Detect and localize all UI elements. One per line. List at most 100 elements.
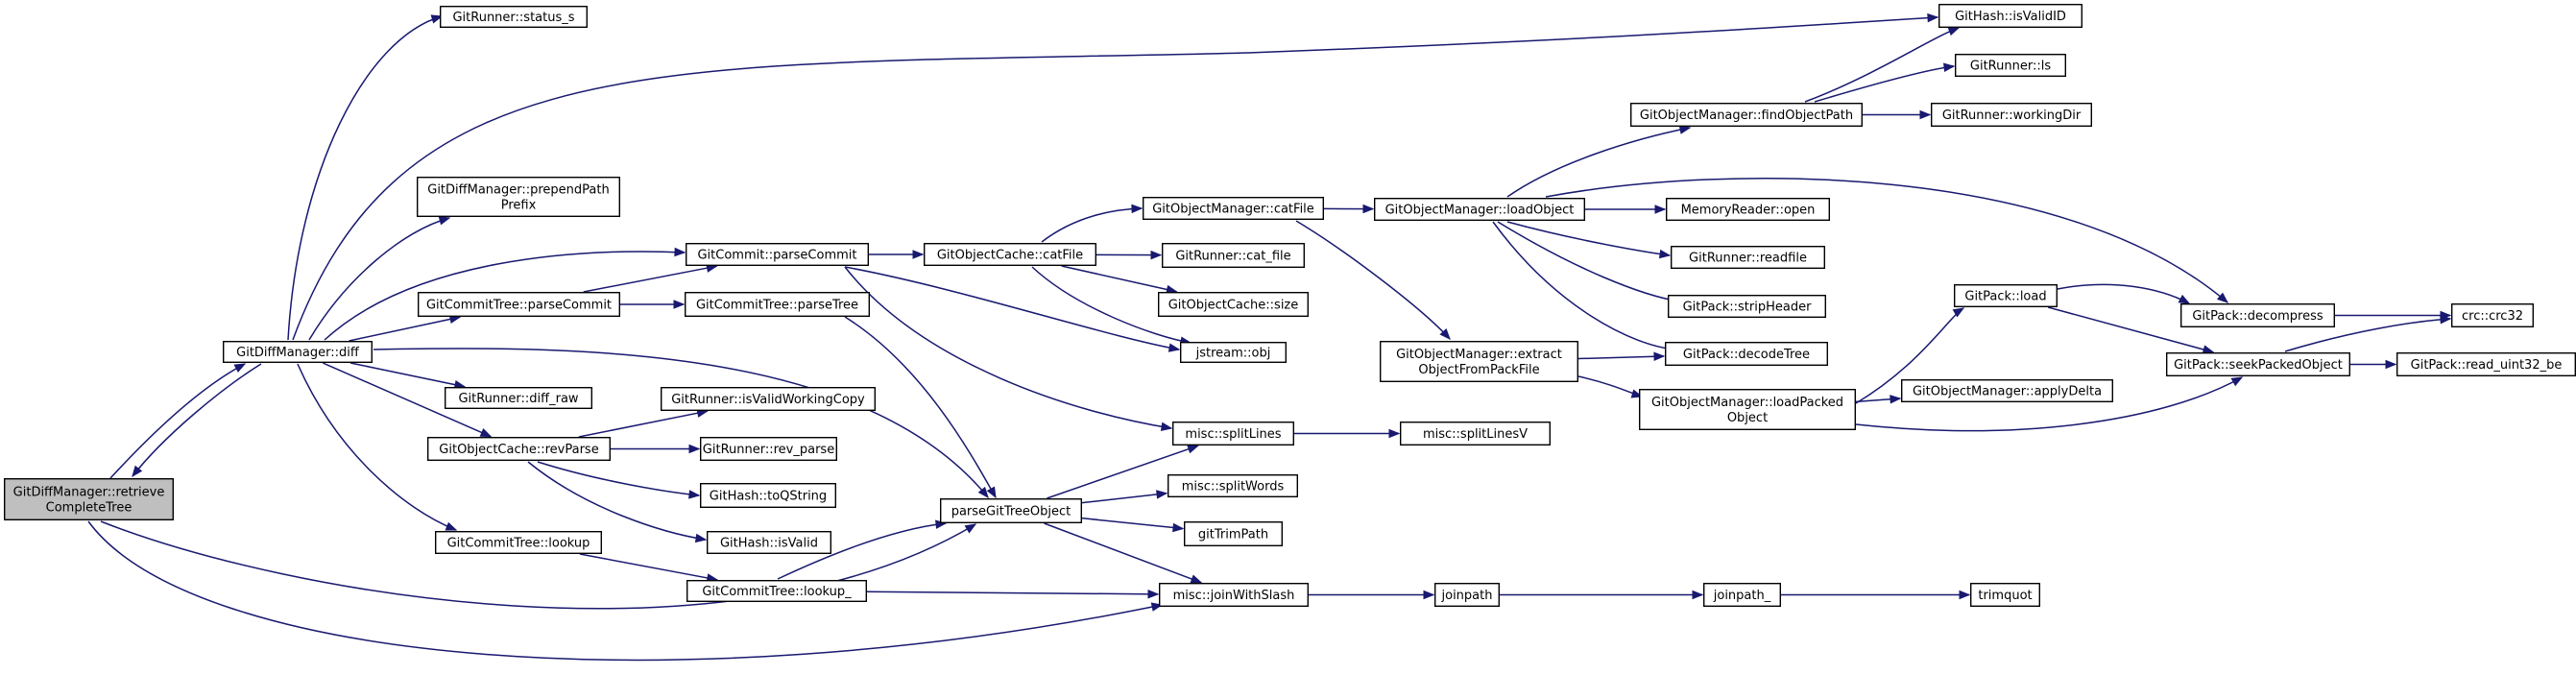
edge-diff-to-ct_parseCommit	[349, 314, 462, 342]
node-decodeTree[interactable]: GitPack::decodeTree	[1664, 342, 1828, 367]
edge-loadObject-to-findObjectPath	[1506, 125, 1692, 198]
node-cache_size[interactable]: GitObjectCache::size	[1157, 292, 1309, 318]
edge-extractObj-to-loadPacked	[1577, 375, 1644, 398]
node-joinpath[interactable]: joinpath	[1433, 583, 1500, 608]
node-label: joinpath_	[1713, 589, 1771, 603]
edge-pack_load-to-decompress	[2057, 283, 2191, 304]
node-label: GitObjectManager::extract	[1396, 348, 1562, 362]
node-toQString[interactable]: GitHash::toQString	[700, 483, 837, 509]
node-label: MemoryReader::open	[1681, 204, 1816, 218]
node-splitWords[interactable]: misc::splitWords	[1167, 474, 1298, 498]
node-om_catFile[interactable]: GitObjectManager::catFile	[1142, 196, 1324, 220]
node-trimquot[interactable]: trimquot	[1969, 583, 2040, 608]
node-diff[interactable]: GitDiffManager::diff	[222, 341, 373, 364]
node-splitLinesV[interactable]: misc::splitLinesV	[1399, 422, 1551, 446]
node-diff_raw[interactable]: GitRunner::diff_raw	[445, 387, 593, 410]
edge-diff-to-parseGitTreeObject	[373, 348, 989, 499]
node-applyDelta[interactable]: GitObjectManager::applyDelta	[1900, 379, 2113, 403]
edge-seekPacked-to-read_uint32_be	[2350, 359, 2397, 370]
edge-om_catFile-to-extractObj	[1295, 220, 1451, 340]
node-label: CompleteTree	[46, 501, 132, 516]
node-parseTree[interactable]: GitCommitTree::parseTree	[685, 292, 871, 318]
node-label: GitPack::decodeTree	[1683, 348, 1810, 362]
node-seekPacked[interactable]: GitPack::seekPackedObject	[2165, 352, 2350, 377]
node-loadObject[interactable]: GitObjectManager::loadObject	[1373, 197, 1585, 221]
node-gitTrimPath[interactable]: gitTrimPath	[1183, 521, 1283, 547]
node-readfile[interactable]: GitRunner::readfile	[1670, 246, 1825, 270]
node-label: GitPack::read_uint32_be	[2411, 358, 2563, 373]
edge-diff-to-diff_raw	[349, 362, 467, 390]
node-status_s[interactable]: GitRunner::status_s	[440, 5, 589, 29]
node-isValid[interactable]: GitHash::isValid	[707, 531, 832, 555]
node-joinWithSlash[interactable]: misc::joinWithSlash	[1158, 583, 1309, 608]
edge-cache_catFile-to-cat_file	[1095, 250, 1163, 260]
node-parseCommit[interactable]: GitCommit::parseCommit	[686, 242, 870, 266]
node-label: GitObjectManager::catFile	[1152, 203, 1314, 217]
node-lookup_[interactable]: GitCommitTree::lookup_	[686, 580, 868, 603]
node-splitLines[interactable]: misc::splitLines	[1171, 422, 1294, 446]
node-ls[interactable]: GitRunner::ls	[1954, 54, 2066, 78]
edge-findObjectPath-to-ls	[1814, 62, 1956, 103]
node-label: GitObjectCache::revParse	[439, 443, 598, 457]
node-ct_lookup[interactable]: GitCommitTree::lookup	[435, 531, 603, 555]
node-label: GitObjectManager::applyDelta	[1913, 385, 2102, 399]
node-label: GitCommitTree::parseTree	[696, 299, 858, 313]
edge-splitLines-to-splitLinesV	[1294, 428, 1401, 439]
edge-parseTree-to-parseGitTreeObject	[844, 316, 997, 499]
edge-lookup_-to-joinWithSlash	[866, 590, 1160, 599]
node-label: GitRunner::workingDir	[1942, 108, 2082, 123]
edge-parseGitTreeObject-to-splitLines	[1047, 445, 1199, 499]
edge-decompress-to-crc32	[2335, 310, 2452, 321]
node-label: GitHash::isValid	[720, 537, 818, 551]
node-cat_file[interactable]: GitRunner::cat_file	[1161, 242, 1305, 268]
node-crc32[interactable]: crc::crc32	[2450, 303, 2534, 328]
edge-parseGitTreeObject-to-gitTrimPath	[1081, 517, 1185, 533]
edge-extractObj-to-decodeTree	[1577, 351, 1666, 362]
node-jstream[interactable]: jstream::obj	[1179, 342, 1287, 364]
edge-joinWithSlash-to-joinpath	[1309, 590, 1435, 600]
edge-loadObject-to-stripHeader	[1497, 221, 1682, 305]
edge-joinpath_-to-trimquot	[1781, 590, 1971, 600]
node-findObjectPath[interactable]: GitObjectManager::findObjectPath	[1629, 102, 1863, 127]
edge-ct_parseCommit-to-parseCommit	[583, 263, 718, 293]
node-revParse[interactable]: GitObjectCache::revParse	[427, 437, 612, 462]
node-label: GitPack::stripHeader	[1683, 301, 1813, 315]
node-read_uint32_be[interactable]: GitPack::read_uint32_be	[2395, 352, 2576, 377]
node-rev_parse[interactable]: GitRunner::rev_parse	[700, 437, 838, 462]
node-joinpath_[interactable]: joinpath_	[1702, 583, 1781, 608]
node-isValidWC[interactable]: GitRunner::isValidWorkingCopy	[661, 387, 877, 412]
node-extractObj[interactable]: GitObjectManager::extractObjectFromPackF…	[1379, 341, 1578, 383]
node-workingDir[interactable]: GitRunner::workingDir	[1930, 102, 2092, 127]
edge-loadObject-to-decompress	[1545, 178, 2229, 303]
edge-root-to-joinWithSlash	[87, 520, 1164, 662]
edge-parseGitTreeObject-to-joinWithSlash	[1044, 522, 1203, 584]
node-label: GitHash::toQString	[710, 490, 827, 504]
edge-revParse-to-rev_parse	[611, 444, 701, 454]
node-label: Prefix	[501, 199, 537, 213]
node-label: GitRunner::rev_parse	[703, 443, 834, 457]
node-label: GitCommitTree::lookup_	[702, 585, 852, 599]
node-label: GitCommitTree::parseCommit	[426, 299, 612, 313]
edge-loadPacked-to-seekPacked	[1855, 376, 2244, 432]
edge-revParse-to-toQString	[537, 461, 701, 499]
node-stripHeader[interactable]: GitPack::stripHeader	[1667, 295, 1826, 319]
node-cache_catFile[interactable]: GitObjectCache::catFile	[924, 242, 1097, 266]
node-isValidID[interactable]: GitHash::isValidID	[1938, 3, 2082, 29]
node-label: GitPack::decompress	[2192, 309, 2323, 324]
node-label: GitHash::isValidID	[1955, 10, 2066, 24]
edge-diff-to-status_s	[287, 14, 444, 341]
node-ct_parseCommit[interactable]: GitCommitTree::parseCommit	[418, 292, 621, 318]
node-parseGitTreeObject[interactable]: parseGitTreeObject	[940, 498, 1083, 524]
edge-loadPacked-to-pack_load	[1855, 307, 1965, 404]
node-decompress[interactable]: GitPack::decompress	[2179, 303, 2335, 328]
node-label: GitRunner::isValidWorkingCopy	[671, 393, 865, 407]
node-mem_open[interactable]: MemoryReader::open	[1665, 197, 1830, 221]
edge-loadObject-to-readfile	[1506, 221, 1672, 259]
node-pack_load[interactable]: GitPack::load	[1953, 284, 2058, 308]
node-label: GitRunner::cat_file	[1175, 250, 1290, 264]
node-label: GitObjectManager::loadPacked	[1651, 396, 1843, 410]
